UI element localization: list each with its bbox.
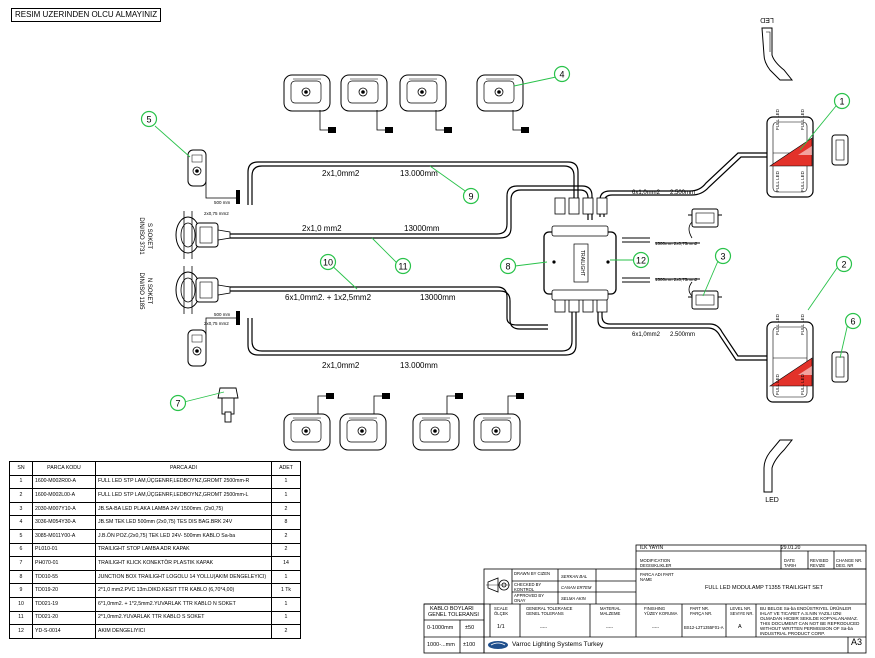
svg-text:12: 12 — [636, 256, 646, 266]
bottom-marker-lamps — [283, 393, 524, 451]
cable-connectors — [554, 197, 608, 313]
plate-lamps: 1500mm 2x0,75mm2 1500mm 2x0,75mm2 — [655, 208, 723, 310]
socket-n-spec: DIN/ISO 1185 — [138, 273, 144, 311]
stop-lamp-left: FULL LED FULL LED FULL LED FULL LED LED — [763, 313, 849, 504]
svg-text:4: 4 — [559, 70, 564, 80]
cable10-section: 6x1,0mm2. + 1x2,5mm2 — [285, 293, 372, 302]
junction-box-brand: TRAILIGHT — [579, 250, 585, 276]
svg-text:FULL LED: FULL LED — [800, 170, 805, 192]
svg-text:9: 9 — [468, 192, 473, 202]
sockets: S SOKET DIN/ISO 3731 N SOKET DIN/ISO 118… — [138, 210, 231, 315]
svg-text:FULL LED: FULL LED — [775, 313, 780, 335]
callout-9: 9 — [462, 187, 480, 205]
svg-text:3: 3 — [720, 252, 725, 262]
cable10-length: 13000mm — [420, 293, 456, 302]
callout-7: 7 — [169, 394, 187, 412]
header-warning: RESIM UZERINDEN OLCU ALMAYINIZ — [11, 8, 162, 22]
callout-leaders — [154, 76, 849, 403]
cable11-section: 2x1,0 mm2 — [302, 224, 342, 233]
svg-text:6: 6 — [850, 317, 855, 327]
top-marker-lamps — [283, 74, 529, 133]
svg-text:2.500mm: 2.500mm — [670, 190, 695, 196]
cable11-length: 13000mm — [404, 224, 440, 233]
socket-n-label: N SOKET — [146, 278, 152, 305]
svg-text:FULL LED: FULL LED — [800, 373, 805, 395]
cable-labels: 2x1,0mm2 13.000mm 2x1,0 mm2 13000mm 6x1,… — [285, 169, 695, 370]
svg-text:FULL LED: FULL LED — [775, 108, 780, 130]
company-logo — [488, 641, 508, 649]
stop-lamp-right: LED FULL LED FULL LED FULL LED FULL LED — [760, 16, 849, 198]
svg-text:FULL LED: FULL LED — [800, 313, 805, 335]
callout-10: 10 — [319, 253, 337, 271]
svg-text:FULL LED: FULL LED — [775, 170, 780, 192]
callout-12: 12 — [632, 251, 650, 269]
cable-bottom-length: 13.000mm — [400, 361, 438, 370]
side-marker-lamps: 500 mm 2x0,75 mm2 500 mm 2x0,75 mm2 — [187, 149, 240, 367]
callout-11: 11 — [394, 257, 412, 275]
part-name: FULL LED MODULAMP T1355 TRAILIGHT SET — [705, 585, 823, 591]
svg-text:5: 5 — [146, 115, 151, 125]
cable9-length: 13.000mm — [400, 169, 438, 178]
socket-s-label: S SOKET — [146, 223, 152, 249]
legal-notice: BU BELGE Sa-ba ENDÜSTRIYEL ÜRÜNLER IHLAT… — [760, 606, 860, 636]
sheet-size: A3 — [851, 637, 863, 647]
svg-text:11: 11 — [398, 262, 407, 272]
svg-text:2x0,75 mm2: 2x0,75 mm2 — [204, 321, 229, 326]
bom-cell: AKIM DENGELIYICI — [95, 624, 272, 639]
svg-text:500 mm: 500 mm — [214, 312, 231, 317]
svg-text:7: 7 — [175, 399, 180, 409]
svg-text:1500mm 2x0,75mm2: 1500mm 2x0,75mm2 — [655, 241, 698, 246]
svg-text:2.500mm: 2.500mm — [670, 332, 695, 338]
led-label-bottom: LED — [765, 497, 779, 504]
svg-text:6x1,0mm2: 6x1,0mm2 — [632, 332, 661, 338]
callout-6: 6 — [844, 312, 862, 330]
cable-bottom-section: 2x1,0mm2 — [322, 361, 360, 370]
svg-text:500 mm: 500 mm — [214, 200, 231, 205]
svg-text:2: 2 — [841, 260, 846, 270]
bom-cell: 2 — [271, 624, 301, 639]
socket-s-spec: DIN/ISO 3731 — [138, 217, 144, 255]
klick-connector-cover — [217, 387, 239, 423]
svg-text:8: 8 — [505, 262, 510, 272]
svg-text:10: 10 — [323, 258, 333, 268]
svg-text:1: 1 — [839, 97, 844, 107]
svg-text:2x0,75 mm2: 2x0,75 mm2 — [204, 211, 229, 216]
callout-8: 8 — [499, 257, 517, 275]
projection-symbol — [486, 577, 510, 593]
led-label-top: LED — [760, 16, 774, 23]
cable9-section: 2x1,0mm2 — [322, 169, 360, 178]
svg-text:1500mm 2x0,75mm2: 1500mm 2x0,75mm2 — [655, 277, 698, 282]
company-name: Varroc Lighting Systems Turkey — [512, 641, 604, 648]
svg-text:6x1,0mm2: 6x1,0mm2 — [632, 190, 661, 196]
callout-3: 3 — [714, 247, 732, 265]
callout-1: 1 — [833, 92, 851, 110]
svg-text:FULL LED: FULL LED — [800, 108, 805, 130]
callout-2: 2 — [835, 255, 853, 273]
svg-text:FULL LED: FULL LED — [775, 373, 780, 395]
callout-4: 4 — [553, 65, 571, 83]
callout-5: 5 — [140, 110, 158, 128]
cable-lines — [225, 152, 768, 361]
junction-box: TRAILIGHT — [543, 225, 617, 301]
